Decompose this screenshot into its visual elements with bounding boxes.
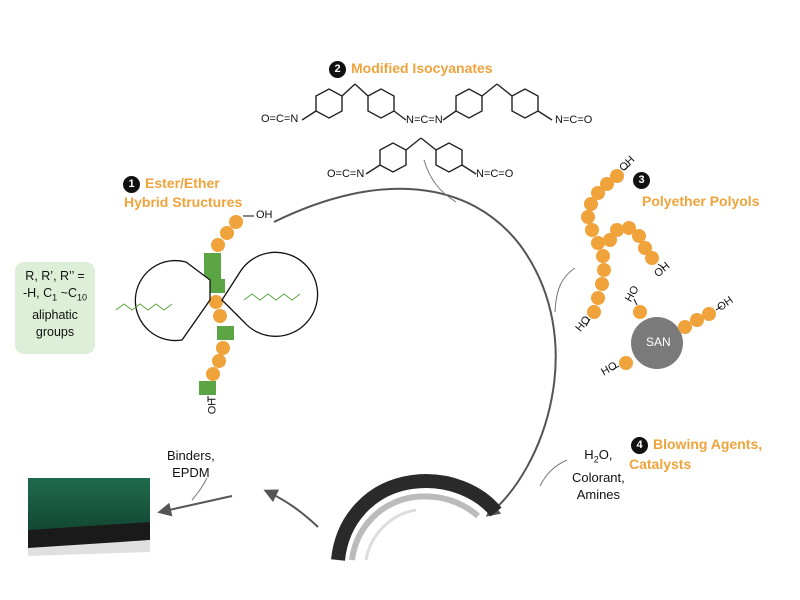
note-line-3: aliphatic (32, 307, 78, 322)
carbodiimide-group: N=C=N (406, 114, 443, 126)
bead (211, 238, 225, 252)
polyol-chain-2 (603, 221, 665, 269)
san-particle (611, 298, 723, 371)
nco-group-lower-left: O=C=N (327, 168, 365, 180)
step-1-title: 1 Ester/Ether (123, 175, 220, 193)
nco-group-right: N=C=O (555, 114, 593, 126)
note-line-4: groups (35, 324, 75, 339)
note-line-1: R, R’, R’’ = (25, 269, 85, 283)
step-3-label: Polyether Polyols (642, 193, 760, 209)
binders-pointer (191, 477, 208, 501)
step-4-label-line1: Blowing Agents, (653, 436, 763, 452)
additive-water: H2O, (584, 447, 613, 465)
step-1-label-line1: Ester/Ether (145, 175, 220, 191)
isocyanate-structure (301, 83, 553, 175)
step-4-title: 4 Blowing Agents, (631, 436, 762, 454)
san-label: SAN (646, 335, 671, 349)
bead (212, 354, 226, 368)
ether-unit-line (115, 303, 173, 311)
bead (213, 309, 227, 323)
ester-zoom-bubble (221, 251, 319, 337)
step-2-badge: 2 (329, 60, 346, 78)
to-track-arrow (157, 495, 233, 517)
additives-list: H2O, Colorant, Amines (572, 446, 625, 503)
polyol-pointer (554, 267, 576, 313)
step-1-badge: 1 (123, 175, 140, 193)
tire-image (331, 474, 502, 561)
ester-block (204, 266, 221, 280)
ester-block (204, 253, 221, 267)
hybrid-chain (199, 215, 254, 402)
ester-block (199, 381, 216, 395)
nco-group-left: O=C=N (261, 113, 299, 125)
step-3-title: 3 (633, 171, 655, 189)
bead (209, 295, 223, 309)
tire-to-left-arrow (263, 489, 319, 528)
substituent-note: R, R’, R’’ = -H, C1 ~C10 aliphatic group… (15, 262, 95, 354)
step-2-label: Modified Isocyanates (351, 60, 493, 76)
chain-end-oh-bottom: OH (206, 397, 219, 415)
binders-label: Binders, EPDM (167, 447, 215, 481)
nco-group-lower-right: N=C=O (476, 168, 514, 180)
bead (216, 341, 230, 355)
additive-amines: Amines (576, 486, 621, 502)
step-4-badge: 4 (631, 436, 648, 454)
san-core (631, 317, 683, 369)
bead (206, 367, 220, 381)
track-mat-image (28, 478, 150, 556)
ester-block (217, 326, 234, 340)
binders-line-1: Binders, (167, 448, 215, 463)
note-line-2: -H, C1 ~C10 (22, 286, 87, 303)
additive-colorant: Colorant, (572, 469, 625, 485)
step-2-title: 2 Modified Isocyanates (329, 60, 493, 78)
cycle-arrow (273, 187, 557, 517)
step-3-badge: 3 (633, 171, 650, 189)
ester-block (208, 279, 225, 293)
step-1-label-line2: Hybrid Structures (124, 194, 243, 210)
bead (229, 215, 243, 229)
chain-end-oh-top: OH (256, 209, 273, 221)
ether-zoom-bubble (115, 259, 211, 342)
polyol-chain-1 (581, 164, 631, 327)
additives-pointer (539, 459, 568, 487)
step-4-label-line2: Catalysts (629, 456, 692, 472)
binders-line-2: EPDM (172, 465, 210, 480)
isocyanate-pointer (423, 159, 457, 203)
ester-unit-line (243, 293, 301, 301)
bead (220, 226, 234, 240)
